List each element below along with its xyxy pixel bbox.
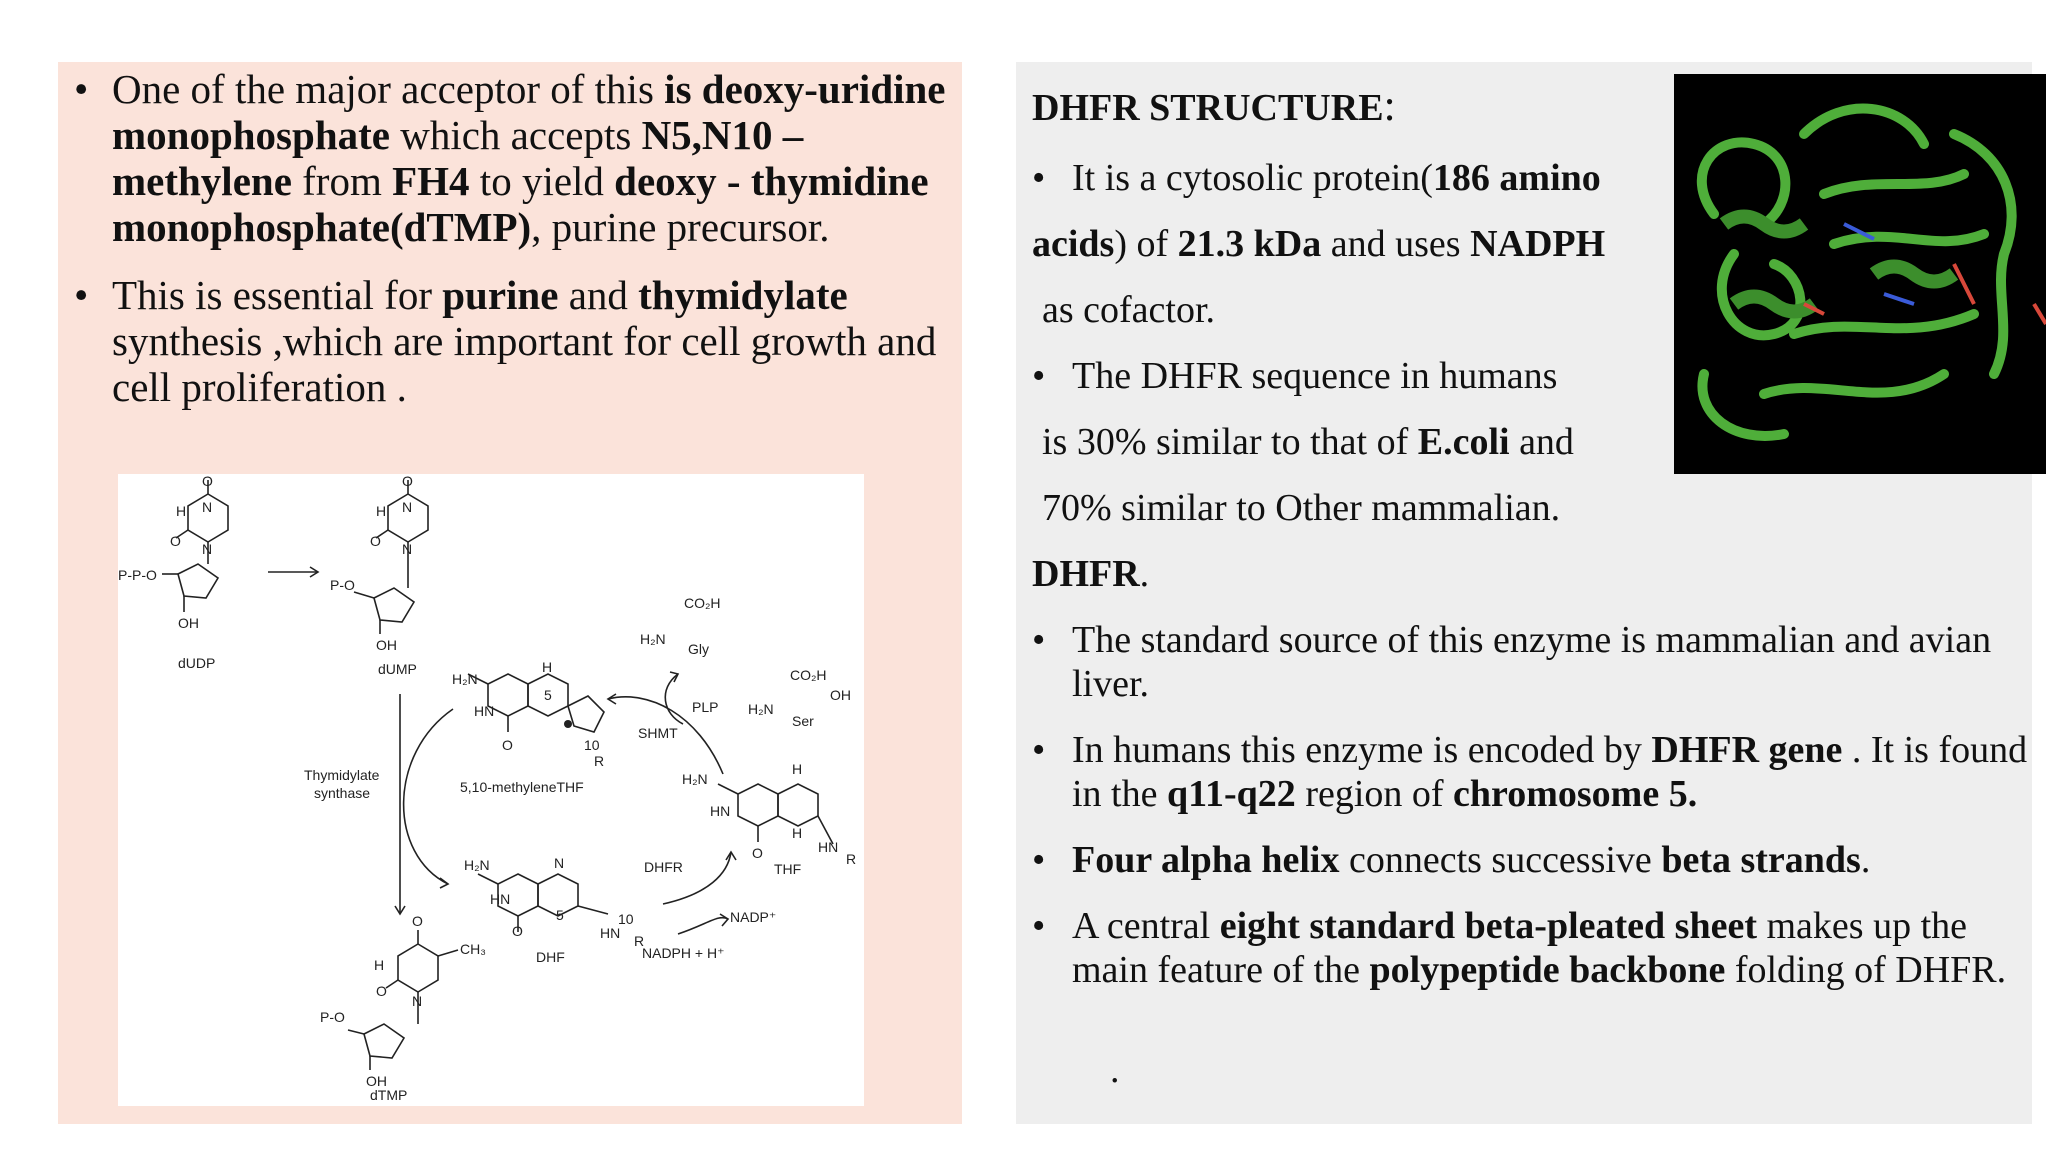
line-ecoli: is 30% similar to that of E.coli and — [1042, 421, 1574, 463]
mthf-hn: HN — [474, 703, 494, 719]
nadph-label: NADPH + H⁺ — [642, 945, 724, 961]
line-acids: acids) of 21.3 kDa and uses NADPH — [1032, 223, 1606, 265]
dudp-n2: N — [202, 541, 212, 557]
methylene-bridge-dot — [564, 720, 572, 728]
dhfr-label: DHFR — [644, 859, 683, 875]
dhfr-subheading: DHFR. — [1032, 553, 1150, 595]
ser-label: Ser — [792, 713, 814, 729]
dump-label: dUMP — [378, 661, 417, 677]
nadp-label: NADP⁺ — [730, 909, 776, 925]
mthf-h: H — [542, 659, 552, 675]
dhf-o: O — [512, 923, 523, 939]
mthf-10: 10 — [584, 737, 600, 753]
thf-h1: H — [792, 761, 802, 777]
mthf-h2n: H₂N — [452, 671, 478, 687]
dhfr-structure-heading: DHFR STRUCTURE: — [1032, 81, 1396, 130]
dudp-oh: OH — [178, 615, 199, 631]
thf-hn: HN — [710, 803, 730, 819]
dudp-n1: N — [202, 499, 212, 515]
dhf-hn2: HN — [600, 925, 620, 941]
protein-ribbon-svg — [1696, 103, 2046, 441]
dtmp-label: dTMP — [370, 1087, 407, 1103]
dudp-h: H — [176, 503, 186, 519]
thf-r: R — [846, 851, 856, 867]
dump-oh: OH — [376, 637, 397, 653]
dhf-r: R — [634, 933, 644, 949]
dump-n2: N — [402, 541, 412, 557]
dtmp-o1: O — [412, 913, 423, 929]
gly-label: Gly — [688, 641, 709, 657]
reaction-diagram: H N O O N P-P-O OH dUDP H N O O N P-O OH… — [118, 473, 864, 1106]
line-cofactor: as cofactor. — [1042, 289, 1216, 331]
mthf-5: 5 — [544, 687, 552, 703]
reaction-diagram-svg: H N O O N P-P-O OH dUDP H N O O N P-O OH… — [118, 473, 856, 1103]
dudp-label: dUDP — [178, 655, 215, 671]
shmt-label: SHMT — [638, 725, 678, 741]
dump-n1: N — [402, 499, 412, 515]
dtmp-h: H — [374, 957, 384, 973]
dudp-o1: O — [202, 474, 213, 489]
dhf-h2n: H₂N — [464, 857, 490, 873]
thymidylate-label: Thymidylate — [304, 767, 380, 783]
line-mammalian: 70% similar to Other mammalian. — [1042, 487, 1561, 529]
ser-h2n: H₂N — [748, 701, 774, 717]
dhf-5: 5 — [556, 907, 564, 923]
dtmp-oh: OH — [366, 1073, 387, 1089]
dump-h: H — [376, 503, 386, 519]
dtmp-o2: O — [376, 983, 387, 999]
dtmp-po: P-O — [320, 1009, 345, 1025]
dhfr-protein-image — [1674, 74, 2046, 474]
mthf-r: R — [594, 753, 604, 769]
dump-po: P-O — [330, 577, 355, 593]
dhf-hn: HN — [490, 891, 510, 907]
bullet-acceptor: One of the major acceptor of this is deo… — [74, 66, 960, 250]
dhf-10: 10 — [618, 911, 634, 927]
bullet-essential: This is essential for purine and thymidy… — [74, 272, 960, 410]
trailing-dot: . — [1110, 1049, 1120, 1091]
ser-oh: OH — [830, 687, 851, 703]
dudp-ppo: P-P-O — [118, 567, 157, 583]
thf-h2n: H₂N — [682, 771, 708, 787]
dudp-o2: O — [170, 533, 181, 549]
dtmp-ch3: CH₃ — [460, 941, 486, 957]
left-text: One of the major acceptor of this is deo… — [74, 66, 960, 432]
dtmp-n: N — [412, 993, 422, 1009]
gly-co2h: CO₂H — [684, 595, 721, 611]
plp-label: PLP — [692, 699, 718, 715]
dhf-n: N — [554, 855, 564, 871]
dhf-label: DHF — [536, 949, 565, 965]
dump-o1: O — [402, 474, 413, 489]
ser-co2h: CO₂H — [790, 667, 827, 683]
gly-h2n: H₂N — [640, 631, 666, 647]
thf-hn2: HN — [818, 839, 838, 855]
mthf-o: O — [502, 737, 513, 753]
thf-label: THF — [774, 861, 801, 877]
methylene-thf-label: 5,10-methyleneTHF — [460, 779, 584, 795]
synthase-label: synthase — [314, 785, 370, 801]
thf-h2: H — [792, 825, 802, 841]
thf-o: O — [752, 845, 763, 861]
dump-o2: O — [370, 533, 381, 549]
